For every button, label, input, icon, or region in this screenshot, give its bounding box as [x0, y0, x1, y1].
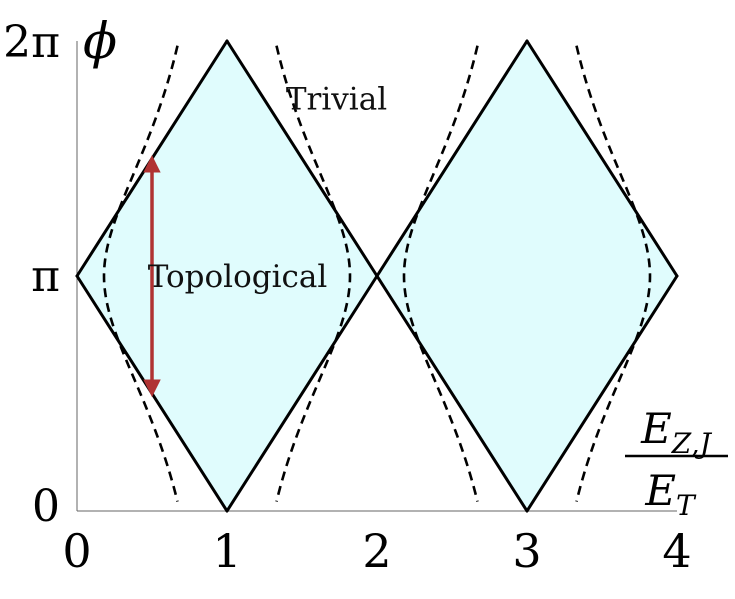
dashed-boundary-4 — [575, 45, 652, 502]
topological-region-2 — [377, 41, 677, 511]
trivial-label: Trivial — [286, 82, 387, 118]
dashed-boundary-3 — [402, 45, 479, 502]
axis-labels: ϕEZ,J ET — [83, 12, 728, 522]
phase-boundary-segment — [375, 274, 529, 513]
topological-label: Topological — [148, 259, 328, 295]
tick-labels: 0 1 2 3 4 0 π 2π — [3, 17, 692, 578]
x-tick-label: 3 — [512, 524, 541, 578]
x-tick-label: 4 — [662, 524, 691, 578]
x-tick-label: 1 — [212, 524, 241, 578]
phase-boundary-segment — [375, 39, 529, 278]
y-tick-label: 2π — [3, 17, 60, 68]
x-tick-label: 2 — [362, 524, 391, 578]
phase-boundary-segment — [525, 274, 679, 513]
phase-boundary-segment — [525, 39, 679, 278]
phase-boundary-segment — [225, 39, 379, 278]
y-tick-label: π — [31, 251, 60, 302]
x-axis-label-numerator: EZ,J — [640, 404, 713, 460]
dashed-boundary-1 — [102, 45, 179, 502]
y-tick-label: 0 — [32, 481, 60, 532]
x-tick-label: 0 — [62, 524, 91, 578]
dashed-boundary-2 — [275, 45, 352, 502]
dashed-boundaries — [102, 45, 652, 502]
phase-boundary-segment — [225, 274, 379, 513]
x-axis-label-denominator: ET — [644, 466, 697, 522]
y-axis-label: ϕ — [83, 12, 117, 70]
